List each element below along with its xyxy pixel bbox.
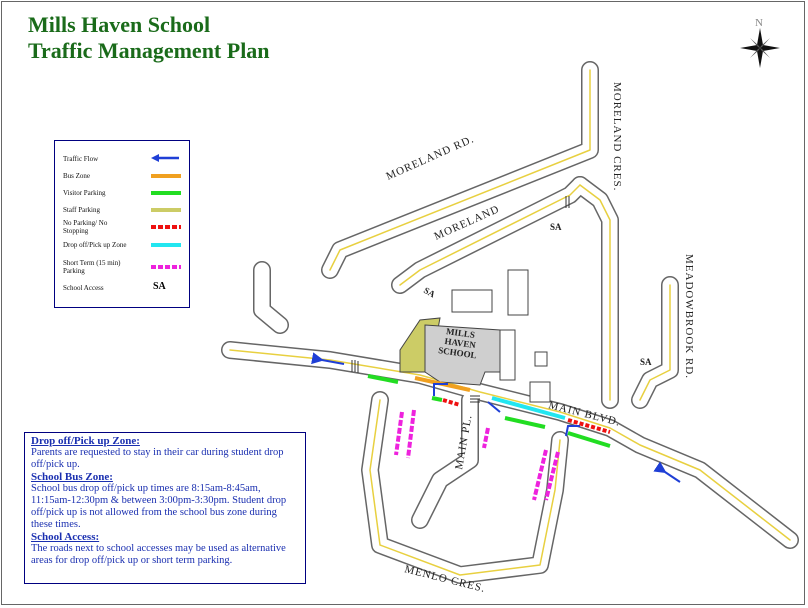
map-title: Mills Haven School: [28, 12, 211, 37]
zone-markings: [367, 374, 611, 501]
visitor-parking-4: [567, 431, 611, 448]
legend-swatch-staff-parking: [151, 208, 181, 212]
info-heading-access: School Access:: [31, 531, 100, 543]
info-text-dropoff: Parents are requested to stay in their c…: [31, 447, 284, 470]
no-parking-2: [567, 418, 611, 434]
legend-traffic-flow-arrow-icon: [151, 154, 179, 162]
school-access-marker-2: SA: [422, 285, 437, 300]
label-meadowbrook-rd: MEADOWBROOK RD.: [683, 254, 695, 379]
flow-arrow-east: [653, 461, 681, 483]
short-term-5: [544, 451, 560, 501]
legend-label-dropoff-zone: Drop off/Pick up Zone: [63, 241, 127, 249]
legend-swatch-short-term: [151, 265, 181, 269]
info-text-access: The roads next to school accesses may be…: [31, 543, 286, 566]
legend-label-staff-parking: Staff Parking: [63, 206, 101, 214]
legend-label-short-term: Short Term (15 min) Parking: [63, 259, 121, 275]
flow-arrow-west: [311, 352, 345, 365]
dropoff-zone: [491, 396, 566, 420]
visitor-parking-2: [431, 396, 443, 402]
legend-label-traffic-flow: Traffic Flow: [63, 155, 99, 163]
school-label-2: HAVEN: [444, 336, 477, 350]
info-box: Drop off/Pick up Zone: Parents are reque…: [24, 432, 306, 584]
short-term-1: [394, 411, 404, 456]
road-network: [221, 61, 799, 584]
crosswalks: [351, 196, 570, 403]
legend-swatch-bus-zone: [151, 174, 181, 178]
outbuilding-4: [534, 351, 548, 367]
short-term-3: [482, 427, 490, 449]
flow-arrow-turn-3: [565, 425, 580, 437]
outbuilding-3: [499, 329, 516, 381]
outbuilding-1: [451, 289, 493, 313]
outbuilding-2: [507, 269, 529, 316]
short-term-2: [406, 409, 416, 459]
map-subtitle: Traffic Management Plan: [28, 38, 270, 63]
school-buildings: [399, 269, 551, 403]
label-moreland-cres: MORELAND CRES.: [611, 82, 623, 191]
school-access-marker-3: SA: [640, 357, 652, 367]
info-heading-bus: School Bus Zone:: [31, 471, 113, 483]
info-heading-dropoff: Drop off/Pick up Zone:: [31, 435, 140, 447]
legend-label-school-access: School Access: [63, 284, 104, 292]
legend: Traffic Flow Bus Zone Visitor Parking St…: [54, 140, 190, 308]
legend-swatch-visitor-parking: [151, 191, 181, 195]
outbuilding-5: [529, 381, 551, 403]
visitor-parking-1: [367, 374, 399, 384]
legend-swatch-dropoff-zone: [151, 243, 181, 247]
info-text-bus: School bus drop off/pick up times are 8:…: [31, 483, 287, 530]
flow-arrow-turn-1: [433, 383, 448, 396]
compass-north-label: N: [755, 17, 763, 29]
flow-arrow-turn-2: [487, 401, 501, 413]
legend-label-visitor-parking: Visitor Parking: [63, 189, 106, 197]
traffic-flow-arrows: [311, 352, 681, 483]
legend-label-bus-zone: Bus Zone: [63, 172, 91, 180]
school-access-marker-1: SA: [550, 222, 562, 232]
school-label-1: MILLS: [445, 326, 475, 340]
no-parking-1: [442, 398, 461, 407]
short-term-4: [532, 449, 548, 501]
visitor-parking-3: [504, 416, 546, 429]
label-moreland-rd: MORELAND RD.: [384, 133, 476, 183]
legend-label-no-parking: No Parking/ No Stopping: [63, 219, 108, 235]
legend-swatch-no-parking: [151, 225, 181, 229]
compass-rose-icon: [740, 28, 780, 68]
legend-symbol-school-access: SA: [153, 281, 166, 292]
